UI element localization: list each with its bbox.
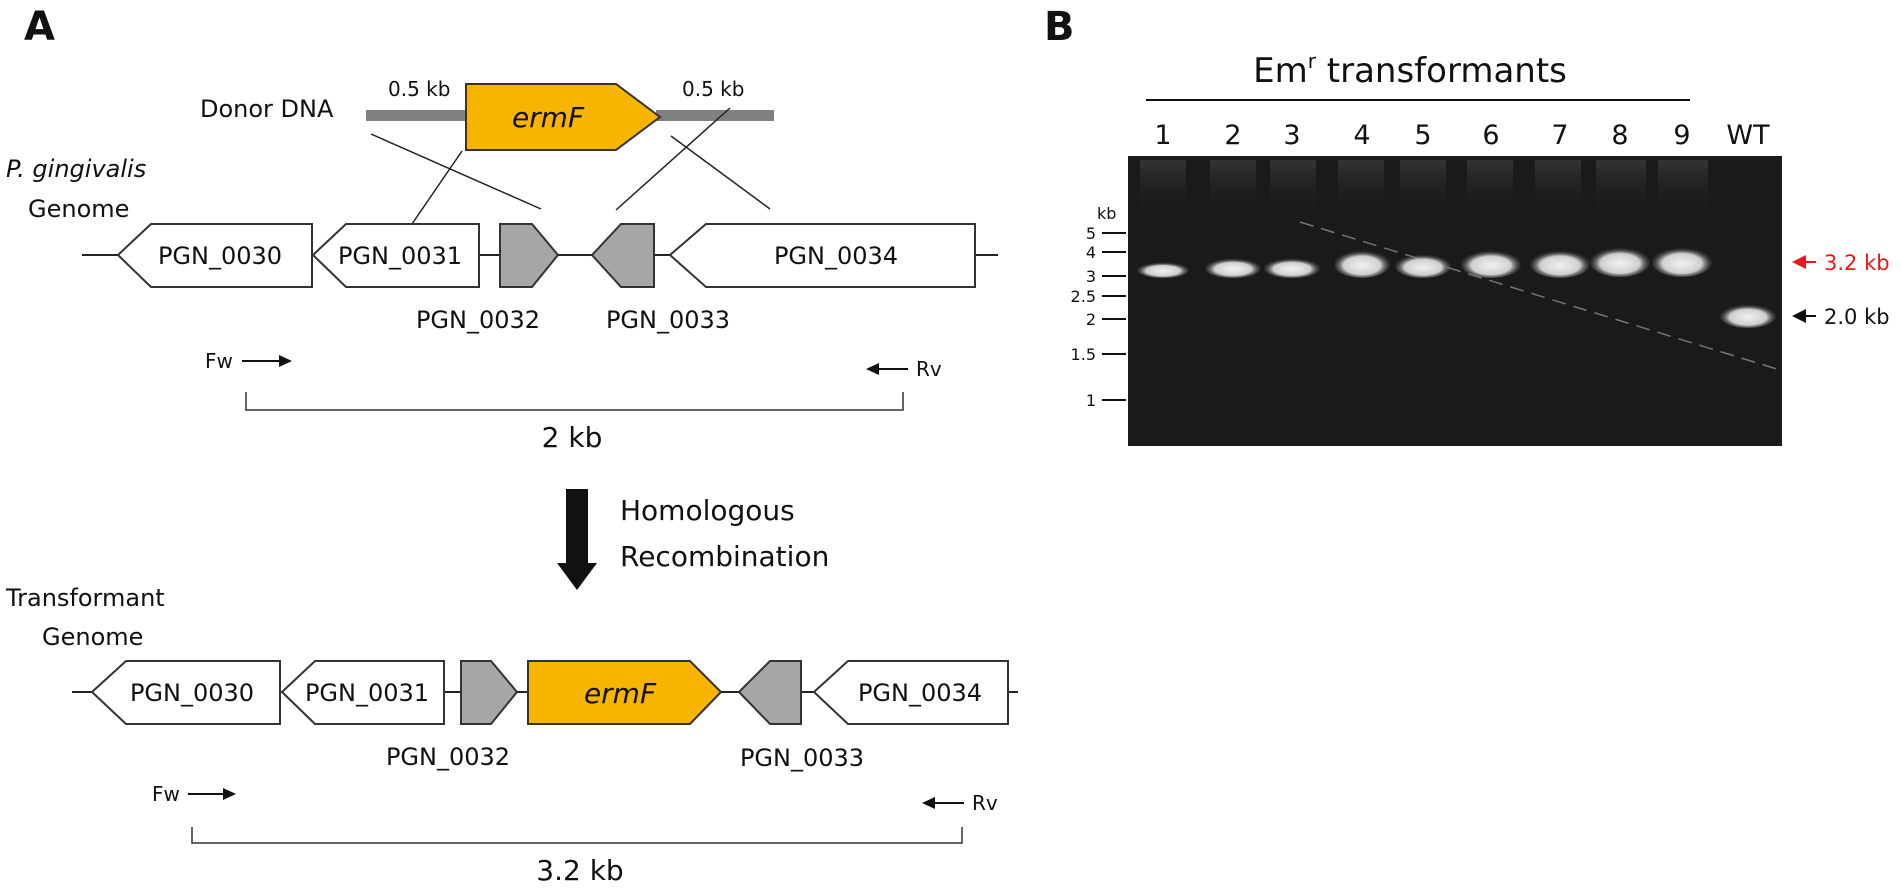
ladder-label: 1	[1086, 391, 1096, 410]
lane-label: 9	[1673, 120, 1690, 151]
donor-right-arm-size: 0.5 kb	[682, 77, 744, 101]
band-arrow-3-2kb	[1792, 255, 1816, 269]
transformant-gene-label: PGN_0030	[130, 679, 254, 707]
lane-labels: 1 2 3 4 5 6 7 8 9 WT	[1154, 120, 1770, 151]
transformant-gene-pgn-0034	[812, 660, 1009, 725]
transformant-gene-label: PGN_0033	[740, 744, 864, 772]
panel-b-letter: B	[1044, 4, 1075, 50]
donor-ermf-label: ermF	[512, 101, 585, 134]
lane-label: 8	[1611, 120, 1628, 151]
gel-band-wt	[1720, 304, 1776, 328]
ladder-label: 1.5	[1071, 345, 1096, 364]
genome-gene-pgn-0034	[668, 223, 976, 288]
genome-gene-pgn-0032	[499, 223, 560, 288]
ladder-unit: kb	[1097, 204, 1116, 223]
gel-band	[1461, 250, 1521, 278]
donor-dna-label: Donor DNA	[200, 95, 334, 123]
genome-gene-label: PGN_0032	[416, 306, 540, 334]
crossover-lines	[370, 107, 771, 225]
recombination-caption-line2: Recombination	[620, 540, 829, 573]
lane-label: 2	[1224, 120, 1241, 151]
gel-band	[1205, 258, 1261, 278]
transformant-fw-arrow	[188, 788, 236, 800]
ladder-labels: 5 4 3 2.5 2 1.5 1	[1071, 224, 1096, 410]
genome-fw-arrow	[242, 355, 292, 367]
gel-band	[1334, 250, 1390, 278]
ladder-label: 4	[1086, 243, 1096, 262]
recombination-arrow	[557, 489, 597, 590]
band-arrow-2-0kb	[1792, 309, 1816, 323]
genome-rv-primer-label: Rv	[916, 357, 942, 381]
transformant-label-line1: Transformant	[5, 584, 165, 612]
lane-label: WT	[1726, 120, 1770, 151]
genome-gene-label: PGN_0033	[606, 306, 730, 334]
gel-band	[1137, 262, 1189, 278]
genome-gene-pgn-0031	[311, 223, 480, 288]
genome-gene-label: PGN_0031	[338, 242, 462, 270]
lane-smears	[1140, 160, 1708, 220]
panel-a-letter: A	[24, 4, 55, 50]
transformant-ermf-label: ermF	[584, 677, 657, 710]
donor-right-homology-arm	[656, 110, 774, 121]
transformant-gene-pgn-0030	[90, 660, 281, 725]
transformant-gene-label: PGN_0031	[305, 679, 429, 707]
gel-band	[1395, 254, 1451, 278]
transformant-rv-primer-label: Rv	[972, 791, 998, 815]
ladder-ticks	[1102, 232, 1126, 401]
lane-label: 3	[1283, 120, 1300, 151]
ladder-label: 5	[1086, 224, 1096, 243]
transformant-amplicon-size: 3.2 kb	[536, 854, 623, 887]
gel-header-em: Em	[1253, 51, 1308, 91]
lane-label: 5	[1414, 120, 1431, 151]
recombination-caption-line1: Homologous	[620, 494, 795, 527]
gel-band	[1590, 247, 1650, 277]
transformant-rv-arrow	[922, 797, 964, 809]
transformant-gene-pgn-0031	[280, 660, 445, 725]
transformant-label-line2: Genome	[42, 623, 143, 651]
genome-gene-label: PGN_0030	[158, 242, 282, 270]
donor-ermf-gene	[465, 83, 662, 151]
gel-bands-3-2kb	[1137, 247, 1712, 278]
gel-header-superscript: r	[1308, 49, 1317, 73]
gel-header-rest: transformants	[1316, 51, 1567, 91]
band-label-3-2kb: 3.2 kb	[1824, 251, 1890, 275]
genome-rv-arrow	[866, 363, 908, 375]
gel-band	[1530, 250, 1590, 278]
ladder-label: 2.5	[1071, 287, 1096, 306]
gel-band	[1264, 258, 1320, 278]
transformant-gene-pgn-0033	[737, 660, 802, 725]
transformant-ermf-gene	[527, 660, 723, 725]
genome-fw-primer-label: Fw	[205, 349, 233, 373]
ladder-label: 3	[1086, 267, 1096, 286]
lane-label: 1	[1154, 120, 1171, 151]
transformant-fw-primer-label: Fw	[152, 782, 180, 806]
lane-label: 7	[1551, 120, 1568, 151]
genome-label-species: P. gingivalis	[6, 155, 146, 183]
gel-scratch	[1299, 221, 1781, 371]
genome-gene-pgn-0030	[116, 223, 313, 288]
transformant-gene-label: PGN_0032	[386, 743, 510, 771]
ladder-label: 2	[1086, 310, 1096, 329]
donor-left-arm-size: 0.5 kb	[388, 77, 450, 101]
transformant-gene-label: PGN_0034	[858, 679, 982, 707]
genome-amplicon-size: 2 kb	[542, 421, 603, 454]
gel-header: Emr transformants	[1253, 49, 1567, 91]
lane-label: 4	[1353, 120, 1370, 151]
genome-amplicon-bracket	[245, 392, 904, 411]
genome-label-word: Genome	[28, 195, 129, 223]
band-label-2-0kb: 2.0 kb	[1824, 305, 1890, 329]
lane-label: 6	[1482, 120, 1499, 151]
donor-left-homology-arm	[366, 110, 466, 121]
genome-gene-pgn-0033	[590, 223, 655, 288]
transformant-amplicon-bracket	[191, 827, 963, 844]
transformant-gene-pgn-0032	[460, 660, 519, 725]
gel-band	[1652, 247, 1712, 277]
genome-gene-label: PGN_0034	[774, 242, 898, 270]
